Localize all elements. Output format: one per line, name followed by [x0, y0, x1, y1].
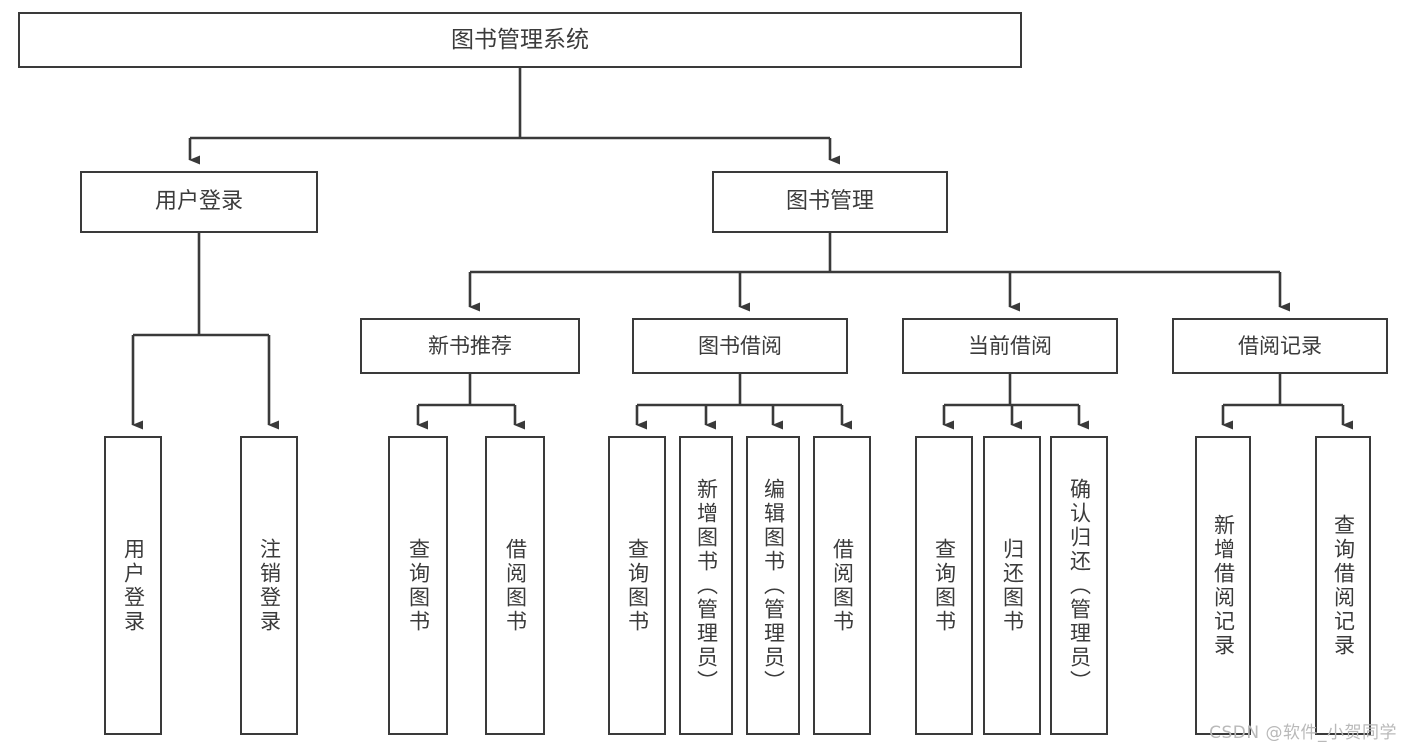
node-leaf-query-borrow-record[interactable]: 查询借阅记录: [1315, 436, 1371, 735]
node-leaf-borrow-book-2[interactable]: 借阅图书: [813, 436, 871, 735]
node-leaf-edit-book-admin-label: 编辑图书（管理员）: [761, 477, 786, 694]
node-leaf-confirm-return-admin[interactable]: 确认归还（管理员）: [1050, 436, 1108, 735]
node-leaf-borrow-book-1-label: 借阅图书: [503, 537, 528, 634]
node-leaf-return-book[interactable]: 归还图书: [983, 436, 1041, 735]
node-book-management-label: 图书管理: [785, 189, 874, 215]
node-book-borrow[interactable]: 图书借阅: [632, 318, 848, 374]
node-leaf-borrow-book-2-label: 借阅图书: [830, 537, 855, 634]
node-user-login[interactable]: 用户登录: [80, 171, 318, 233]
node-leaf-return-book-label: 归还图书: [1000, 537, 1025, 634]
node-leaf-edit-book-admin[interactable]: 编辑图书（管理员）: [746, 436, 800, 735]
csdn-watermark: CSDN @软件_小贺同学: [1209, 723, 1397, 743]
node-leaf-user-logout[interactable]: 注销登录: [240, 436, 298, 735]
node-leaf-query-book-1[interactable]: 查询图书: [388, 436, 448, 735]
node-new-book-recommend-label: 新书推荐: [428, 333, 512, 358]
node-current-borrow-label: 当前借阅: [968, 333, 1052, 358]
node-leaf-add-borrow-record[interactable]: 新增借阅记录: [1195, 436, 1251, 735]
node-leaf-borrow-book-1[interactable]: 借阅图书: [485, 436, 545, 735]
node-book-borrow-label: 图书借阅: [698, 333, 782, 358]
node-root-label: 图书管理系统: [451, 26, 589, 53]
node-book-management[interactable]: 图书管理: [712, 171, 948, 233]
node-root-system[interactable]: 图书管理系统: [18, 12, 1022, 68]
node-leaf-query-book-2-label: 查询图书: [625, 537, 650, 634]
node-leaf-user-logout-label: 注销登录: [257, 537, 282, 634]
node-leaf-add-book-admin[interactable]: 新增图书（管理员）: [679, 436, 733, 735]
node-borrow-record-label: 借阅记录: [1238, 333, 1322, 358]
node-leaf-add-borrow-record-label: 新增借阅记录: [1211, 513, 1236, 658]
node-current-borrow[interactable]: 当前借阅: [902, 318, 1118, 374]
node-leaf-query-borrow-record-label: 查询借阅记录: [1331, 513, 1356, 658]
node-borrow-record[interactable]: 借阅记录: [1172, 318, 1388, 374]
node-leaf-confirm-return-admin-label: 确认归还（管理员）: [1067, 477, 1092, 694]
node-leaf-user-login-label: 用户登录: [121, 537, 146, 634]
node-leaf-query-book-2[interactable]: 查询图书: [608, 436, 666, 735]
node-leaf-query-book-3-label: 查询图书: [932, 537, 957, 634]
node-leaf-user-login[interactable]: 用户登录: [104, 436, 162, 735]
node-leaf-query-book-1-label: 查询图书: [406, 537, 431, 634]
node-leaf-add-book-admin-label: 新增图书（管理员）: [694, 477, 719, 694]
node-leaf-query-book-3[interactable]: 查询图书: [915, 436, 973, 735]
node-new-book-recommend[interactable]: 新书推荐: [360, 318, 580, 374]
node-user-login-label: 用户登录: [154, 189, 243, 215]
